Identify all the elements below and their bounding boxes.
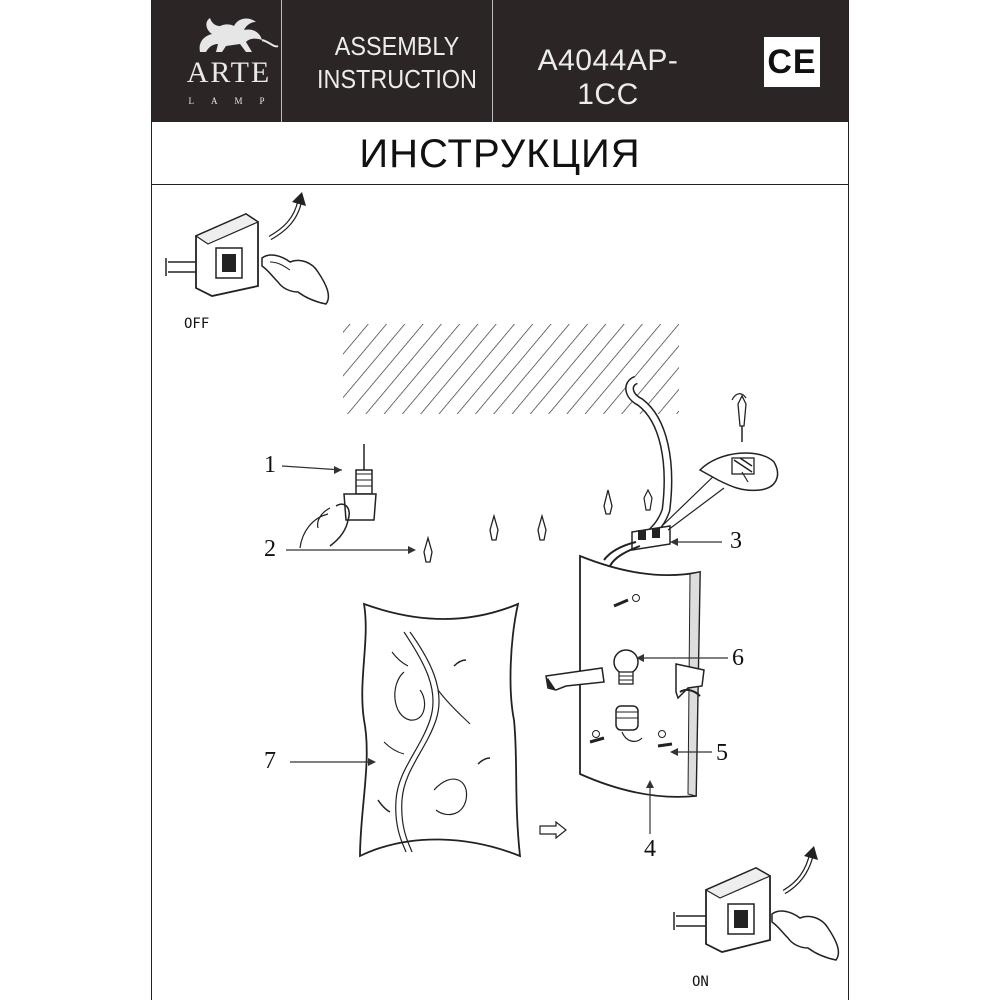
rotate-arrow-icon	[268, 192, 306, 241]
terminal-block-icon	[603, 525, 671, 567]
hand-press-icon	[771, 910, 840, 961]
part-number-2: 2	[264, 536, 276, 562]
instruction-sheet: ARTE LAMP ASSEMBLY INSTRUCTION A4044AP-1…	[151, 0, 849, 1000]
header-divider	[492, 0, 493, 122]
leader-line	[281, 465, 343, 471]
screw-icon	[589, 736, 673, 748]
document-type: ASSEMBLY INSTRUCTION	[312, 30, 483, 96]
part-number-3: 3	[730, 528, 742, 554]
model-number: A4044AP-1CC	[537, 44, 679, 111]
switch-on-label: ON	[692, 974, 709, 990]
connector-detail-icon	[659, 452, 779, 531]
brand-subtitle: LAMP	[188, 96, 282, 106]
wall-surface	[343, 324, 679, 414]
document-type-line2: INSTRUCTION	[317, 64, 477, 94]
rotate-arrow-icon	[782, 846, 818, 895]
wall-plug-icon	[423, 489, 613, 563]
header-divider	[281, 0, 282, 122]
lamp-holder-icon	[615, 705, 643, 742]
light-bulb-icon	[613, 649, 639, 685]
title-band: ИНСТРУКЦИЯ	[152, 122, 848, 185]
document-type-line1: ASSEMBLY	[334, 31, 460, 61]
glass-shade-icon	[359, 602, 522, 858]
lion-logo-icon	[199, 18, 279, 52]
drill-icon	[299, 444, 377, 549]
page-title: ИНСТРУКЦИЯ	[359, 132, 641, 176]
hand-press-icon	[261, 254, 330, 305]
header-bar: ARTE LAMP ASSEMBLY INSTRUCTION A4044AP-1…	[152, 0, 848, 122]
brand-name: ARTE	[186, 56, 272, 89]
part-number-5: 5	[716, 740, 728, 766]
part-number-1: 1	[264, 452, 276, 478]
direction-arrow-icon	[539, 820, 567, 840]
screwdriver-icon	[643, 393, 747, 511]
ce-mark: CE	[764, 37, 820, 87]
part-number-6: 6	[732, 645, 744, 671]
wall-switch-off-icon	[165, 212, 260, 297]
bracket-clip-icon	[545, 663, 705, 700]
switch-off-label: OFF	[184, 316, 210, 332]
part-number-4: 4	[644, 836, 656, 862]
wall-switch-on-icon	[673, 866, 772, 953]
part-number-7: 7	[264, 748, 276, 774]
